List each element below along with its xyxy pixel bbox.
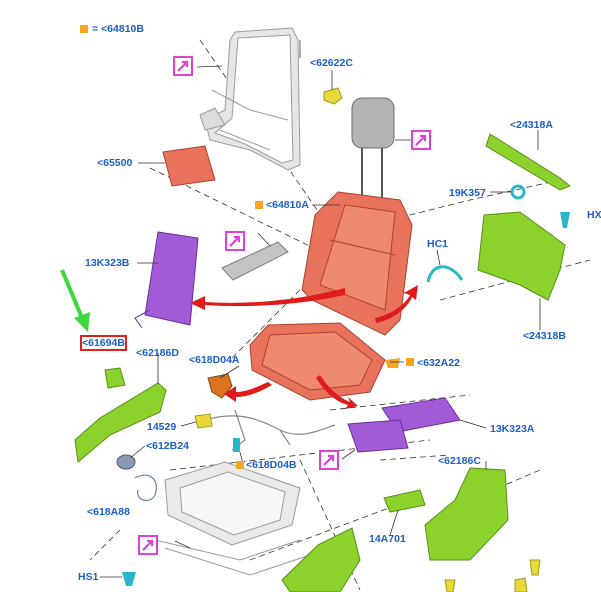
hs1-fastener — [122, 572, 136, 586]
part-label-632A22[interactable]: <632A22 — [417, 357, 460, 369]
part-label-HS1[interactable]: HS1 — [78, 571, 99, 583]
seat-cushion — [249, 322, 386, 401]
trim-clip — [385, 358, 400, 368]
knob-part — [323, 87, 343, 105]
green-trim-bottom — [281, 527, 361, 592]
part-label-64810A[interactable]: <64810A — [266, 199, 309, 211]
purple-pad-cushion — [347, 397, 461, 453]
ring-part — [510, 184, 526, 200]
part-label-24318B[interactable]: <24318B — [523, 330, 566, 342]
cable-618a88 — [134, 474, 157, 502]
seatback-frame — [199, 27, 301, 171]
legend-swatch — [80, 25, 88, 33]
purple-pad-back — [144, 231, 199, 326]
headrest — [351, 97, 395, 208]
legend-swatch-618D04B — [236, 461, 244, 469]
part-label-62186D[interactable]: <62186D — [136, 347, 179, 359]
part-label-14A701[interactable]: 14A701 — [369, 533, 406, 545]
part-label-HC1[interactable]: HC1 — [427, 238, 449, 250]
legend-swatch-64810A — [255, 201, 263, 209]
wiring-harness — [204, 409, 336, 451]
part-label-24318A[interactable]: <24318A — [510, 119, 553, 131]
hx-screw — [560, 212, 570, 228]
part-label-618D04A[interactable]: <618D04A — [189, 354, 240, 366]
part-label-62186C[interactable]: <62186C — [438, 455, 481, 467]
pointer-arrow-icon — [60, 269, 90, 332]
legend-swatch-632A22 — [406, 358, 414, 366]
part-label-618D04B[interactable]: <618D04B — [246, 459, 297, 471]
armrest — [221, 241, 289, 281]
part-label-13K323A[interactable]: 13K323A — [490, 423, 535, 435]
motor-part — [116, 454, 136, 470]
direction-arrow-icon — [190, 285, 418, 409]
part-label-HX[interactable]: HX — [587, 209, 601, 221]
lumbar-pad — [162, 145, 216, 187]
yellow-bolts — [444, 559, 541, 592]
part-label-14529[interactable]: 14529 — [147, 421, 177, 433]
hc1-clip — [426, 265, 464, 283]
part-label-19K357[interactable]: 19K357 — [449, 187, 486, 199]
purple-pad-wire — [134, 309, 151, 329]
green-module — [383, 489, 426, 513]
legend-text: = <64810B — [92, 23, 144, 35]
part-label-618A88[interactable]: <618A88 — [87, 506, 130, 518]
connector-14529 — [194, 413, 213, 429]
green-trim-left — [74, 367, 167, 463]
reference-arrow-icon[interactable] — [411, 130, 431, 150]
green-rail-upper — [485, 133, 571, 191]
part-label-65500[interactable]: <65500 — [97, 157, 133, 169]
label-leaders — [100, 40, 541, 578]
part-label-62622C[interactable]: <62622C — [310, 57, 353, 69]
green-trim-right — [424, 467, 509, 561]
seatback-cushion — [301, 191, 413, 336]
part-label-61694B[interactable]: <61694B — [80, 335, 127, 351]
cyan-fastener — [233, 438, 240, 452]
green-bracket — [477, 211, 566, 301]
part-label-13K323B[interactable]: 13K323B — [85, 257, 130, 269]
reference-arrow-icon[interactable] — [138, 535, 158, 555]
reference-arrow-icon[interactable] — [173, 56, 193, 76]
reference-arrow-icon[interactable] — [225, 231, 245, 251]
seat-track-frame — [154, 461, 311, 576]
reference-arrow-icon[interactable] — [319, 450, 339, 470]
part-label-612B24[interactable]: <612B24 — [146, 440, 189, 452]
